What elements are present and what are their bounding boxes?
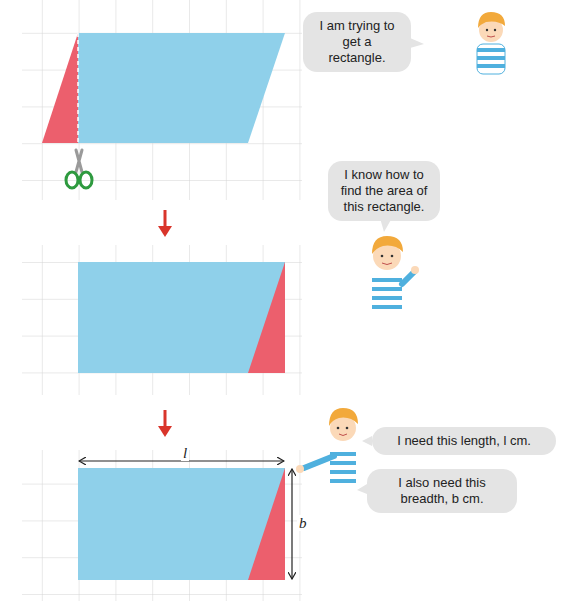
- speech-text: I know how to find the area of this rect…: [338, 167, 430, 215]
- grid: [22, 450, 302, 601]
- dimension-label: l: [181, 445, 189, 461]
- boy-figure: [296, 408, 358, 486]
- speech-text: I am trying to get a rectangle.: [313, 18, 401, 66]
- speech-bubble: I also need this breadth, b cm.: [367, 469, 517, 513]
- down-arrow: [158, 410, 172, 437]
- speech-bubble: I know how to find the area of this rect…: [328, 161, 440, 221]
- bubble-tail: [357, 484, 367, 494]
- cut-triangle: [42, 33, 78, 143]
- speech-text: I need this length, l cm.: [382, 433, 546, 449]
- bubble-tail: [362, 436, 372, 446]
- grid: [22, 0, 302, 200]
- bubble-tail: [410, 38, 424, 48]
- scissors-icon: [66, 150, 92, 188]
- moved-triangle: [248, 468, 285, 580]
- cut-line: [77, 33, 79, 143]
- rectangle: [78, 262, 285, 373]
- parallelogram: [78, 33, 285, 143]
- moved-triangle: [248, 262, 285, 373]
- speech-bubble: I am trying to get a rectangle.: [303, 12, 411, 72]
- boy-figure: [477, 12, 505, 74]
- speech-text: I also need this breadth, b cm.: [377, 475, 507, 507]
- speech-bubble: I need this length, l cm.: [372, 427, 556, 455]
- breadth-dimension: [291, 469, 292, 579]
- down-arrow: [158, 210, 172, 237]
- grid: [22, 245, 302, 395]
- rectangle: [78, 468, 285, 580]
- dimension-label: b: [297, 515, 309, 531]
- boy-figure: [372, 236, 419, 312]
